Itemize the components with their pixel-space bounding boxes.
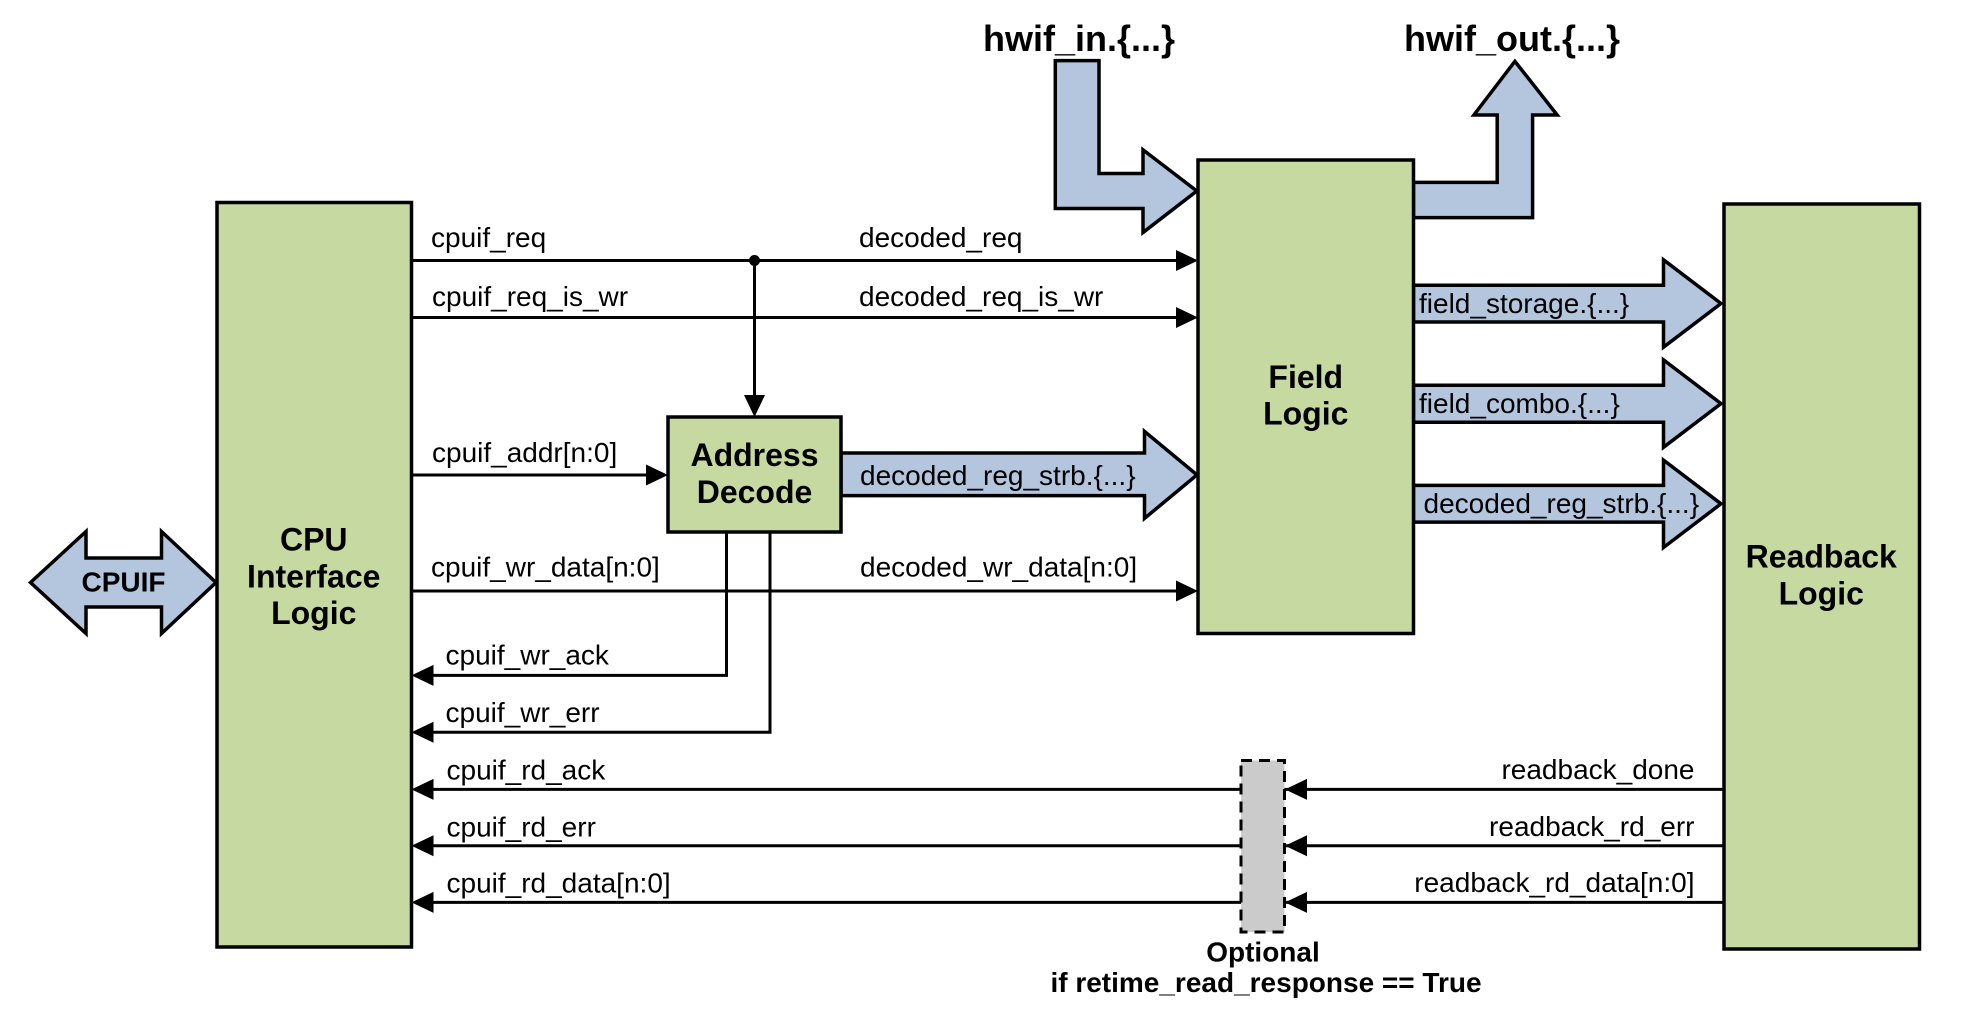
svg-text:cpuif_rd_ack: cpuif_rd_ack <box>447 754 607 785</box>
svg-text:if retime_read_response == Tru: if retime_read_response == True <box>1050 967 1481 998</box>
svg-text:Logic: Logic <box>1779 575 1864 611</box>
svg-text:decoded_req_is_wr: decoded_req_is_wr <box>859 281 1103 312</box>
svg-text:readback_rd_err: readback_rd_err <box>1489 811 1694 842</box>
svg-text:decoded_reg_strb.{...}: decoded_reg_strb.{...} <box>860 460 1136 491</box>
svg-text:Readback: Readback <box>1746 539 1897 575</box>
svg-text:cpuif_rd_data[n:0]: cpuif_rd_data[n:0] <box>447 868 671 899</box>
svg-text:Interface: Interface <box>247 558 380 594</box>
svg-text:Address: Address <box>690 437 818 473</box>
svg-text:cpuif_wr_data[n:0]: cpuif_wr_data[n:0] <box>431 552 660 583</box>
svg-text:cpuif_wr_err: cpuif_wr_err <box>446 697 600 728</box>
svg-text:cpuif_wr_ack: cpuif_wr_ack <box>446 639 610 670</box>
svg-text:Optional: Optional <box>1206 937 1320 968</box>
svg-text:Logic: Logic <box>271 595 356 631</box>
svg-text:hwif_out.{...}: hwif_out.{...} <box>1404 18 1620 59</box>
svg-text:readback_done: readback_done <box>1501 754 1694 785</box>
svg-text:decoded_reg_strb.{...}: decoded_reg_strb.{...} <box>1424 488 1700 519</box>
svg-text:Decode: Decode <box>697 474 813 510</box>
svg-text:cpuif_rd_err: cpuif_rd_err <box>447 812 596 843</box>
svg-text:decoded_wr_data[n:0]: decoded_wr_data[n:0] <box>860 552 1137 583</box>
svg-text:CPU: CPU <box>280 522 348 558</box>
svg-text:decoded_req: decoded_req <box>859 222 1022 253</box>
svg-text:cpuif_addr[n:0]: cpuif_addr[n:0] <box>432 437 617 468</box>
svg-text:hwif_in.{...}: hwif_in.{...} <box>983 18 1175 59</box>
svg-text:CPUIF: CPUIF <box>82 567 166 598</box>
svg-text:Field: Field <box>1268 359 1343 395</box>
svg-text:readback_rd_data[n:0]: readback_rd_data[n:0] <box>1414 867 1694 898</box>
svg-text:cpuif_req: cpuif_req <box>431 222 546 253</box>
svg-text:field_combo.{...}: field_combo.{...} <box>1419 388 1620 419</box>
svg-text:Logic: Logic <box>1263 396 1348 432</box>
svg-text:cpuif_req_is_wr: cpuif_req_is_wr <box>432 281 628 312</box>
svg-text:field_storage.{...}: field_storage.{...} <box>1419 288 1629 319</box>
